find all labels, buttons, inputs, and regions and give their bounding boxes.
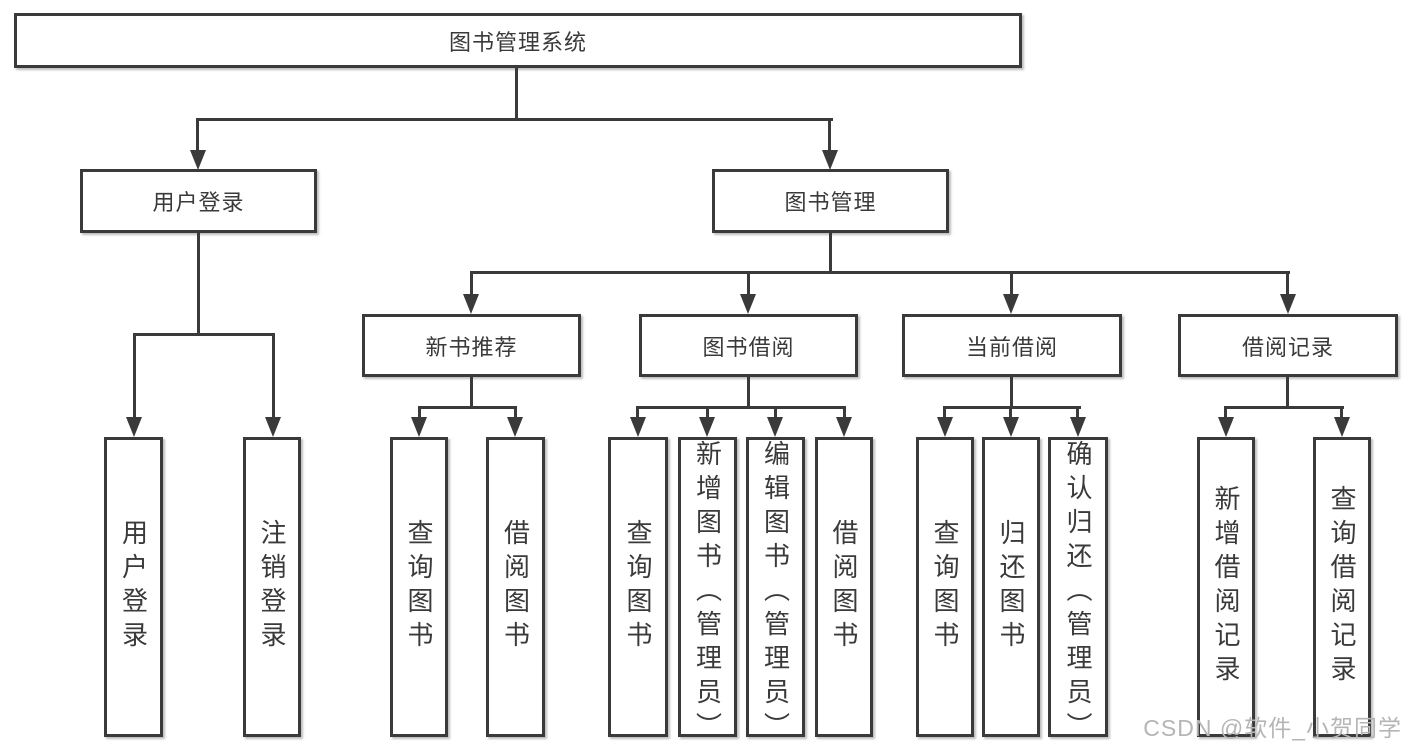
node-library-system: 图书管理系统: [14, 13, 1022, 68]
leaf-query-books-3: 查询图书: [916, 437, 974, 737]
leaf-label: 借阅图书: [829, 519, 859, 655]
leaf-label: 查询图书: [930, 519, 960, 655]
node-label: 图书管理: [784, 190, 877, 215]
leaf-edit-books-admin: 编辑图书（管理员）: [746, 437, 805, 746]
connector-line: [1340, 406, 1343, 422]
connector-line: [470, 271, 1290, 274]
arrow-down-icon: [699, 417, 715, 437]
leaf-borrow-books-2: 借阅图书: [815, 437, 873, 737]
connector-line: [418, 406, 517, 409]
arrow-down-icon: [630, 417, 646, 437]
node-book-borrow: 图书借阅: [639, 314, 858, 377]
leaf-add-borrow-record: 新增借阅记录: [1197, 437, 1255, 737]
node-label: 图书借阅: [702, 334, 795, 360]
connector-line: [1076, 406, 1079, 422]
arrow-down-icon: [265, 417, 281, 437]
leaf-user-login: 用户登录: [104, 437, 163, 737]
node-label: 新书推荐: [425, 334, 518, 360]
connector-line: [1286, 377, 1289, 408]
connector-line: [774, 406, 777, 422]
arrow-down-icon: [1070, 417, 1086, 437]
leaf-label: 用户登录: [118, 519, 149, 655]
leaf-confirm-return-admin: 确认归还（管理员）: [1048, 437, 1108, 746]
arrow-down-icon: [836, 417, 852, 437]
connector-line: [1009, 406, 1012, 422]
connector-line: [514, 406, 517, 422]
connector-line: [828, 118, 831, 154]
leaf-query-books-2: 查询图书: [608, 437, 668, 737]
arrow-down-icon: [463, 294, 479, 314]
leaf-label: 确认归还（管理员）: [1063, 440, 1093, 746]
connector-line: [706, 406, 709, 422]
node-new-book-recommend: 新书推荐: [362, 314, 581, 377]
arrow-down-icon: [1280, 294, 1296, 314]
arrow-down-icon: [937, 417, 953, 437]
node-label: 当前借阅: [965, 334, 1058, 360]
arrow-down-icon: [190, 150, 206, 170]
leaf-label: 注销登录: [257, 519, 287, 655]
node-label: 用户登录: [152, 190, 245, 215]
connector-line: [470, 271, 473, 299]
arrow-down-icon: [1334, 417, 1350, 437]
arrow-down-icon: [507, 417, 523, 437]
leaf-borrow-books-1: 借阅图书: [486, 437, 545, 737]
leaf-label: 新增借阅记录: [1211, 485, 1241, 689]
csdn-watermark: CSDN @软件_小贺同学: [1143, 715, 1402, 741]
connector-line: [197, 233, 200, 335]
connector-line: [418, 406, 421, 422]
connector-line: [747, 271, 750, 299]
arrow-down-icon: [1003, 417, 1019, 437]
connector-line: [1224, 406, 1344, 409]
connector-line: [943, 406, 946, 422]
connector-line: [133, 333, 275, 336]
arrow-down-icon: [411, 417, 427, 437]
connector-line: [843, 406, 846, 422]
arrow-down-icon: [767, 417, 783, 437]
connector-line: [272, 333, 275, 419]
node-borrow-records: 借阅记录: [1178, 314, 1398, 377]
leaf-return-books: 归还图书: [982, 437, 1040, 737]
node-book-management: 图书管理: [712, 169, 949, 233]
leaf-label: 新增图书（管理员）: [692, 440, 723, 746]
arrow-down-icon: [1003, 294, 1019, 314]
node-user-login: 用户登录: [80, 169, 317, 233]
leaf-label: 查询图书: [404, 519, 434, 655]
node-label: 图书管理系统: [448, 29, 587, 55]
connector-line: [196, 118, 833, 121]
leaf-label: 查询借阅记录: [1327, 485, 1357, 689]
leaf-label: 编辑图书（管理员）: [760, 440, 791, 746]
connector-line: [747, 377, 750, 408]
leaf-label: 归还图书: [996, 519, 1026, 655]
arrow-down-icon: [1218, 417, 1234, 437]
leaf-query-borrow-record: 查询借阅记录: [1313, 437, 1371, 737]
leaf-label: 查询图书: [623, 519, 653, 655]
connector-line: [636, 406, 639, 422]
connector-line: [829, 233, 832, 274]
connector-line: [470, 377, 473, 408]
arrow-down-icon: [822, 150, 838, 170]
connector-line: [133, 333, 136, 419]
arrow-down-icon: [126, 417, 142, 437]
leaf-add-books-admin: 新增图书（管理员）: [678, 437, 737, 746]
node-label: 借阅记录: [1241, 334, 1334, 360]
leaf-query-books-1: 查询图书: [390, 437, 448, 737]
connector-line: [196, 118, 199, 154]
connector-line: [636, 406, 846, 409]
connector-line: [1224, 406, 1227, 422]
leaf-label: 借阅图书: [500, 519, 531, 655]
connector-line: [1286, 271, 1289, 299]
connector-line: [943, 406, 1081, 409]
connector-line: [515, 68, 518, 121]
connector-line: [1010, 377, 1013, 408]
arrow-down-icon: [740, 294, 756, 314]
node-current-borrow: 当前借阅: [902, 314, 1122, 377]
leaf-logout: 注销登录: [243, 437, 301, 737]
connector-line: [1010, 271, 1013, 299]
